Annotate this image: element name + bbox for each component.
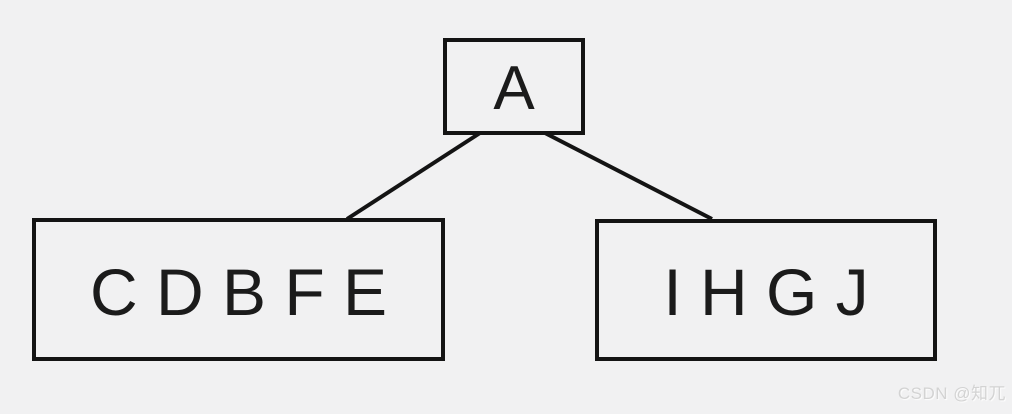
node-right-child: I H G J bbox=[595, 219, 937, 361]
node-root: A bbox=[443, 38, 585, 135]
node-root-label: A bbox=[493, 53, 535, 123]
edge-root-to-left-child bbox=[345, 131, 482, 221]
edge-root-to-right-child bbox=[544, 131, 713, 221]
node-right-child-label: I H G J bbox=[663, 255, 869, 329]
watermark: CSDN @知兀 bbox=[897, 384, 1006, 403]
node-left-child-label: C D B F E bbox=[89, 254, 388, 329]
node-left-child: C D B F E bbox=[32, 218, 445, 361]
